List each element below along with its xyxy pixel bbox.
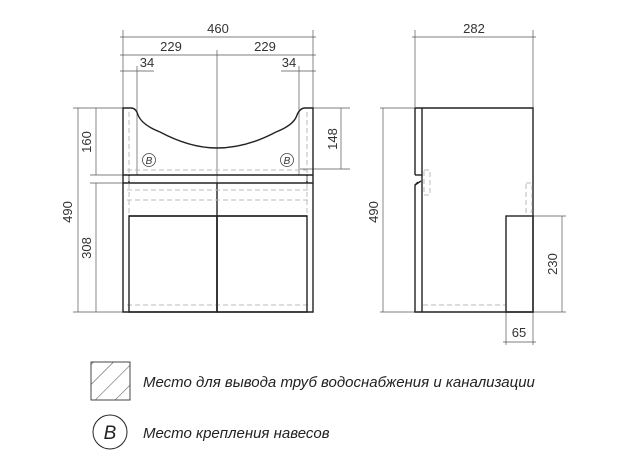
dim-depth: 282 [463, 21, 485, 36]
dim-height-total: 490 [60, 201, 75, 223]
dim-width-left: 229 [160, 39, 182, 54]
dim-height-top: 160 [79, 131, 94, 153]
dim-side-height: 490 [366, 201, 381, 223]
dim-height-mount: 148 [325, 128, 340, 150]
mount-mark-right: B [280, 153, 294, 167]
dim-height-bottom: 308 [79, 237, 94, 259]
side-pipe-zone [505, 215, 534, 313]
legend-pipe-zone-label: Место для вывода труб водоснабжения и ка… [143, 374, 536, 391]
hatch-swatch-icon [90, 361, 131, 401]
legend-mount-label: Место крепления навесов [143, 425, 330, 442]
mount-symbol-icon [92, 414, 128, 450]
side-view: 282 490 230 65 [366, 21, 566, 345]
mount-mark-left: B [142, 153, 156, 167]
svg-text:B: B [284, 156, 291, 167]
dim-width-total: 460 [207, 21, 229, 36]
dim-pipe-height: 230 [545, 253, 560, 275]
front-view: 460 229 229 34 34 490 160 308 148 [60, 21, 350, 313]
legend: Место для вывода труб водоснабжения и ка… [90, 361, 536, 450]
dim-offset-left: 34 [140, 55, 154, 70]
cabinet-outline [122, 107, 314, 313]
svg-text:B: B [146, 156, 153, 167]
dim-width-right: 229 [254, 39, 276, 54]
pipe-zone-right [216, 215, 308, 313]
dim-pipe-depth: 65 [512, 325, 526, 340]
dim-offset-right: 34 [282, 55, 296, 70]
legend-mount-symbol: B [104, 423, 117, 444]
pipe-zone-left [128, 215, 218, 313]
side-outline [414, 107, 534, 313]
